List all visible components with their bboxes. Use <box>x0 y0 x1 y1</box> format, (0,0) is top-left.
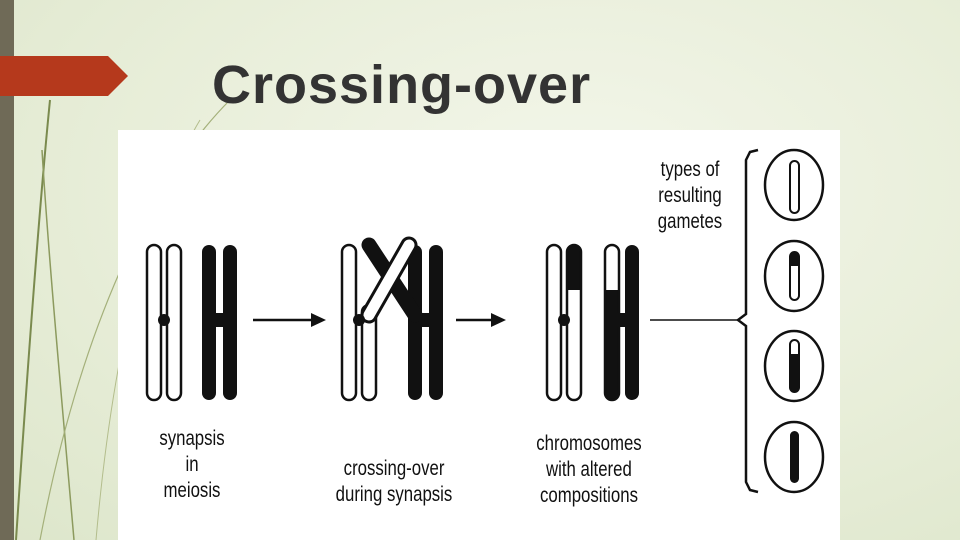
label-gametes: gametes <box>658 210 722 233</box>
label-synapsis: synapsis <box>159 427 224 450</box>
gamete-chromosome-dark <box>790 431 799 483</box>
label-types-of: types of <box>661 158 720 181</box>
stage2-chromosomes <box>340 236 443 402</box>
label-compositions: compositions <box>540 484 638 507</box>
label-in: in <box>185 453 198 476</box>
label-crossing-over: crossing-over <box>344 457 445 480</box>
arrow-icon <box>253 313 326 327</box>
gamete-bracket <box>650 148 759 494</box>
dark-chromatid <box>223 245 237 400</box>
gamete-chromosome-mixed <box>789 251 800 301</box>
dark-chromatid <box>429 245 443 400</box>
dark-chromatid <box>408 245 422 400</box>
stage1-chromosomes <box>145 243 237 402</box>
centromere <box>353 314 365 326</box>
centromere <box>558 314 570 326</box>
left-accent-bar <box>0 0 14 540</box>
centromere <box>158 314 170 326</box>
gamete-chromosome-white <box>789 160 800 214</box>
label-resulting: resulting <box>658 184 721 207</box>
crossing-over-figure: types of resulting gametes synapsis in m… <box>118 130 840 540</box>
gamete-types <box>763 148 825 494</box>
gamete-chromosome-mixed <box>789 339 800 393</box>
slide-title: Crossing-over <box>212 55 592 115</box>
label-with-altered: with altered <box>545 458 632 481</box>
arrow-icon <box>456 313 506 327</box>
label-meiosis: meiosis <box>164 479 221 502</box>
dark-centromere <box>214 313 225 327</box>
dark-centromere <box>617 313 628 327</box>
title-accent-tab <box>0 56 128 96</box>
dark-chromatid <box>625 245 639 400</box>
label-during-synapsis: during synapsis <box>336 483 453 506</box>
dark-centromere <box>420 313 431 327</box>
dark-chromatid <box>202 245 216 400</box>
stage3-chromosomes <box>545 243 639 402</box>
label-chromosomes: chromosomes <box>536 432 641 455</box>
